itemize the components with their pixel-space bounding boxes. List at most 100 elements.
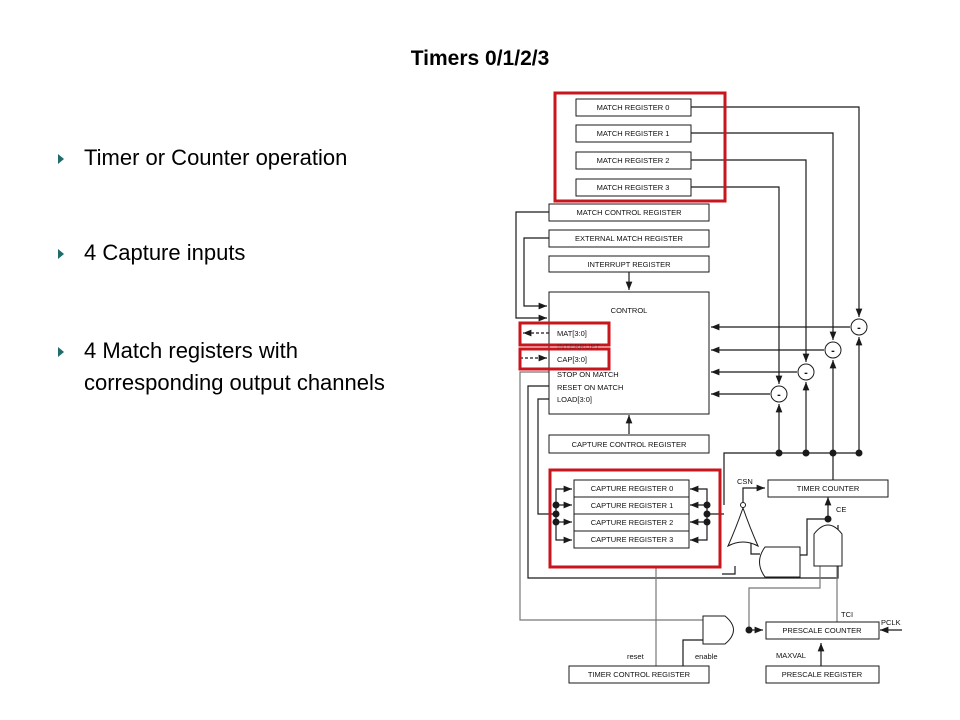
enable-label: enable (695, 652, 718, 661)
junction-dot (745, 626, 753, 634)
wire-cap0 (555, 485, 572, 505)
match-register-0-label: MATCH REGISTER 0 (597, 103, 670, 112)
match-register-1-label: MATCH REGISTER 1 (597, 129, 670, 138)
signal-labels: CSN CE TCI PCLK MAXVAL reset enable (627, 477, 901, 661)
signal-interrupt: INTERRUPT (557, 342, 600, 351)
ce-label: CE (836, 505, 846, 514)
capture-register-2-label: CAPTURE REGISTER 2 (591, 518, 674, 527)
capture-register-3-box (573, 530, 690, 549)
timer-counter-box (767, 479, 889, 498)
highlight-mat (518, 321, 611, 347)
bullet-arrow-icon (58, 249, 64, 259)
wires (515, 106, 902, 666)
match-register-2-box (575, 151, 692, 170)
bullet-item: 4 Match registers with corresponding out… (58, 335, 385, 399)
wire-csn (742, 484, 765, 502)
junction-dot (552, 518, 560, 526)
junction-dot (703, 510, 711, 518)
junction-dot (703, 501, 711, 509)
wire-mcr (515, 211, 549, 322)
logic-gates (702, 502, 843, 645)
prescale-counter-label: PRESCALE COUNTER (782, 626, 862, 635)
bullet-text: corresponding output channels (84, 370, 385, 395)
timer-control-register-box (568, 665, 710, 684)
comparator-0 (850, 318, 868, 336)
and-gate-enable (702, 615, 734, 645)
comparator-labels: - - - - (777, 322, 861, 401)
comparators (770, 318, 868, 403)
comparator-symbol: - (831, 345, 835, 357)
comparator-3 (770, 385, 788, 403)
wire-and-ce (800, 518, 828, 556)
wire-match3 (691, 186, 783, 384)
interrupt-register-label: INTERRUPT REGISTER (587, 260, 671, 269)
timer-control-register-label: TIMER CONTROL REGISTER (588, 670, 691, 679)
capture-control-register-box (548, 434, 710, 454)
junction-dot (829, 449, 837, 457)
bullet-text: 4 Match registers with (84, 338, 298, 363)
wire-match2 (691, 159, 810, 362)
junction-dot (802, 449, 810, 457)
match-register-3-label: MATCH REGISTER 3 (597, 183, 670, 192)
highlight-cap (518, 347, 611, 371)
pclk-label: PCLK (881, 618, 901, 627)
wire-tcr-enable (682, 639, 703, 666)
bullet-text: Timer or Counter operation (84, 145, 348, 170)
comparator-symbol: - (777, 389, 781, 401)
register-boxes (548, 98, 889, 684)
highlight-capture-registers (548, 468, 722, 569)
external-match-register-label: EXTERNAL MATCH REGISTER (575, 234, 684, 243)
bullet-item: Timer or Counter operation (58, 142, 347, 174)
comparator-symbol: - (857, 322, 861, 334)
interrupt-register-box (548, 255, 710, 273)
and-gate-csn (759, 546, 801, 578)
timer-counter-label: TIMER COUNTER (797, 484, 860, 493)
slide-title: Timers 0/1/2/3 (410, 47, 550, 70)
wire-prescale-in (748, 566, 821, 629)
csn-label: CSN (737, 477, 753, 486)
wire-load (537, 398, 556, 515)
reset-label: reset (627, 652, 645, 661)
bullet-text: 4 Capture inputs (84, 240, 246, 265)
capture-control-register-label: CAPTURE CONTROL REGISTER (572, 440, 687, 449)
match-register-0-box (575, 98, 692, 117)
capture-register-3-label: CAPTURE REGISTER 3 (591, 535, 674, 544)
junction-dot (703, 518, 711, 526)
signal-reset-on-match: RESET ON MATCH (557, 383, 623, 392)
comparator-1 (824, 341, 842, 359)
junction-dot (552, 501, 560, 509)
wire-match0 (691, 106, 863, 317)
wire-match1 (691, 132, 837, 340)
junction-dot (552, 510, 560, 518)
maxval-label: MAXVAL (776, 651, 806, 660)
junction-dot (824, 515, 832, 523)
signal-mat: MAT[3:0] (557, 329, 587, 338)
match-register-2-label: MATCH REGISTER 2 (597, 156, 670, 165)
junction-dot (855, 449, 863, 457)
bullet-arrow-icon (58, 347, 64, 357)
tci-label: TCI (841, 610, 853, 619)
comparator-2 (797, 363, 815, 381)
match-control-register-box (548, 203, 710, 222)
control-signal-labels: MAT[3:0] INTERRUPT CAP[3:0] STOP ON MATC… (557, 329, 623, 404)
and-gate-ce (813, 524, 843, 567)
highlight-match-registers (553, 91, 727, 203)
nor-gate (726, 506, 760, 548)
prescale-register-label: PRESCALE REGISTER (782, 670, 863, 679)
signal-load: LOAD[3:0] (557, 395, 592, 404)
prescale-register-box (765, 665, 880, 684)
comparator-symbol: - (804, 367, 808, 379)
signal-stop-on-match: STOP ON MATCH (557, 370, 619, 379)
highlight-boxes (518, 91, 727, 569)
junction-dots (552, 449, 863, 634)
junction-dot (775, 449, 783, 457)
control-title: CONTROL (611, 306, 648, 315)
bullet-item: 4 Capture inputs (58, 237, 245, 269)
external-match-register-box (548, 229, 710, 248)
wire-bus-horizontal (723, 452, 859, 505)
capture-register-1-label: CAPTURE REGISTER 1 (591, 501, 674, 510)
wire-or-in (722, 566, 736, 575)
match-register-1-box (575, 124, 692, 143)
signal-cap: CAP[3:0] (557, 355, 587, 364)
